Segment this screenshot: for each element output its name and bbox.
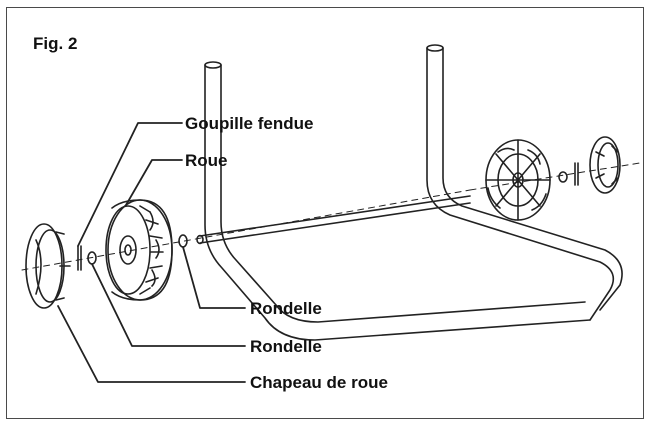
left-wheel-cap bbox=[25, 223, 71, 309]
leader-wheel bbox=[125, 159, 183, 206]
axle-centerline-right bbox=[469, 162, 641, 191]
right-wheel bbox=[485, 139, 551, 221]
right-washer bbox=[558, 171, 568, 183]
leader-lines bbox=[57, 122, 246, 383]
label-cotter-pin: Goupille fendue bbox=[185, 114, 314, 133]
right-cotter-pin bbox=[574, 162, 579, 186]
leader-cotter-pin bbox=[77, 122, 183, 247]
figure-frame bbox=[6, 7, 644, 419]
figure-title: Fig. 2 bbox=[33, 34, 78, 53]
label-wheel: Roue bbox=[185, 151, 228, 170]
right-wheel-cap bbox=[589, 136, 621, 194]
label-wheel-cap: Chapeau de roue bbox=[250, 373, 388, 392]
leader-washer-outer bbox=[91, 263, 246, 347]
leader-washer-inner bbox=[182, 246, 246, 309]
label-washer-outer: Rondelle bbox=[250, 337, 322, 356]
left-wheel bbox=[105, 199, 173, 301]
leader-wheel-cap bbox=[57, 305, 246, 383]
cart-frame bbox=[196, 44, 623, 341]
axle-centerline bbox=[21, 189, 471, 271]
left-cotter-pin bbox=[77, 245, 82, 271]
label-washer-inner: Rondelle bbox=[250, 299, 322, 318]
